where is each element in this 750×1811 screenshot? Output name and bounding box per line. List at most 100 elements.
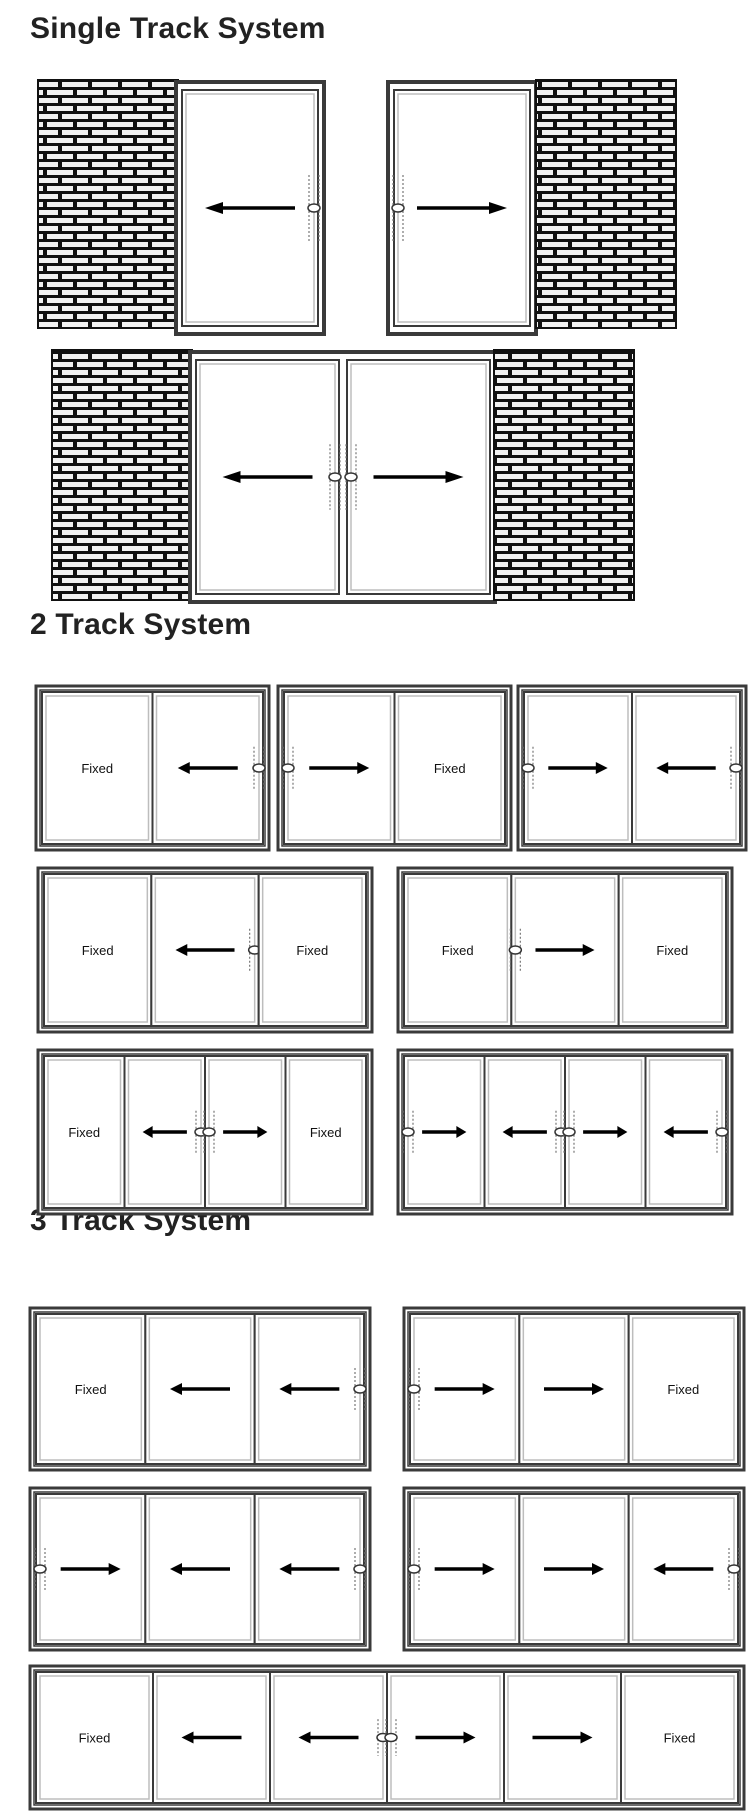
- three-track-unit-5: Fixed Fixed: [28, 1664, 746, 1811]
- two-track-unit-4: Fixed Fixed: [36, 866, 374, 1034]
- brick-wall-left: [37, 79, 179, 329]
- fixed-panel: Fixed: [627, 1313, 740, 1465]
- handle-icon: [727, 1548, 741, 1590]
- arrow-left-icon: [298, 1731, 359, 1744]
- handle-icon: [33, 1548, 47, 1590]
- sliding-panel: [144, 1493, 256, 1645]
- two-track-unit-2: Fixed: [276, 684, 513, 852]
- sliding-panel: [253, 1313, 367, 1465]
- brick-wall-right: [535, 79, 677, 329]
- fixed-label: Fixed: [82, 943, 114, 958]
- sliding-panel: [391, 89, 531, 327]
- sliding-panel: [151, 691, 266, 845]
- sliding-panel: [281, 691, 396, 845]
- three-track-unit-2: Fixed: [402, 1306, 746, 1472]
- fixed-label: Fixed: [81, 761, 113, 776]
- arrow-right-icon: [309, 762, 370, 774]
- handle-icon: [202, 1110, 216, 1154]
- arrow-left-icon: [279, 1563, 340, 1575]
- sliding-panel: [202, 1055, 287, 1209]
- sliding-panel: [631, 691, 743, 845]
- sliding-panel: [627, 1493, 741, 1645]
- sliding-panel: [181, 89, 321, 327]
- arrow-left-icon: [205, 202, 295, 214]
- handle-icon: [252, 746, 266, 790]
- arrow-left-icon: [656, 762, 716, 774]
- fixed-panel: Fixed: [35, 1313, 147, 1465]
- handle-icon: [353, 1548, 367, 1590]
- arrow-left-icon: [663, 1126, 708, 1138]
- sliding-panel: [518, 1313, 630, 1465]
- sliding-panel: [508, 873, 620, 1027]
- arrow-right-icon: [535, 944, 595, 956]
- three-track-unit-1: Fixed: [28, 1306, 372, 1472]
- handle-icon: [353, 1368, 367, 1410]
- sliding-panel: [503, 1671, 622, 1804]
- arrow-left-icon: [222, 471, 313, 483]
- fixed-panel: Fixed: [617, 873, 728, 1027]
- fixed-label: Fixed: [68, 1125, 100, 1140]
- fixed-panel: Fixed: [43, 1055, 126, 1209]
- sliding-panel: [407, 1493, 521, 1645]
- arrow-right-icon: [223, 1126, 268, 1138]
- brick-wall-right: [493, 349, 635, 601]
- sliding-panel: [407, 1313, 521, 1465]
- sliding-panel: [384, 1671, 505, 1804]
- arrow-right-icon: [532, 1731, 593, 1744]
- fixed-label: Fixed: [442, 943, 474, 958]
- arrow-right-icon: [373, 471, 464, 483]
- two-track-unit-1: Fixed: [34, 684, 271, 852]
- arrow-left-icon: [170, 1563, 230, 1575]
- fixed-label: Fixed: [664, 1731, 696, 1746]
- handle-icon: [281, 746, 295, 790]
- heading-2-track: 2 Track System: [30, 608, 252, 641]
- sliding-panel: [644, 1055, 729, 1209]
- arrow-right-icon: [544, 1563, 604, 1575]
- sliding-panel: [483, 1055, 568, 1209]
- handle-icon: [407, 1368, 421, 1410]
- arrow-right-icon: [544, 1383, 604, 1395]
- arrow-left-icon: [502, 1126, 547, 1138]
- arrow-right-icon: [434, 1383, 495, 1395]
- handle-icon: [521, 746, 535, 790]
- brick-wall-left: [51, 349, 193, 601]
- arrow-left-icon: [653, 1563, 714, 1575]
- fixed-panel: Fixed: [43, 873, 153, 1027]
- two-track-unit-3: [516, 684, 748, 852]
- sliding-panel: [344, 359, 491, 595]
- arrow-right-icon: [422, 1126, 467, 1138]
- fixed-panel: Fixed: [620, 1671, 739, 1804]
- arrow-right-icon: [548, 762, 608, 774]
- arrow-right-icon: [415, 1731, 476, 1744]
- arrow-left-icon: [177, 762, 238, 774]
- fixed-panel: Fixed: [41, 691, 154, 845]
- single-door-1: [174, 80, 326, 336]
- sliding-panel: [152, 1671, 271, 1804]
- fixed-panel: Fixed: [35, 1671, 154, 1804]
- arrow-right-icon: [417, 202, 507, 214]
- sliding-panel: [521, 691, 633, 845]
- sliding-panel: [195, 359, 342, 595]
- two-track-unit-7: [396, 1048, 734, 1216]
- handle-icon: [729, 746, 743, 790]
- three-track-unit-3: [28, 1486, 372, 1652]
- sliding-panel: [562, 1055, 647, 1209]
- handle-icon: [344, 444, 358, 510]
- fixed-label: Fixed: [434, 761, 466, 776]
- fixed-label: Fixed: [656, 943, 688, 958]
- sliding-panel: [123, 1055, 208, 1209]
- fixed-label: Fixed: [296, 943, 328, 958]
- fixed-panel: Fixed: [284, 1055, 367, 1209]
- handle-icon: [715, 1110, 729, 1154]
- arrow-left-icon: [175, 944, 235, 956]
- handle-icon: [307, 174, 321, 242]
- arrow-left-icon: [279, 1383, 340, 1395]
- fixed-panel: Fixed: [393, 691, 506, 845]
- arrow-right-icon: [583, 1126, 628, 1138]
- heading-single-track: Single Track System: [30, 12, 326, 45]
- arrow-right-icon: [434, 1563, 495, 1575]
- handle-icon: [407, 1548, 421, 1590]
- arrow-left-icon: [170, 1383, 230, 1395]
- single-door-pair: [188, 350, 497, 604]
